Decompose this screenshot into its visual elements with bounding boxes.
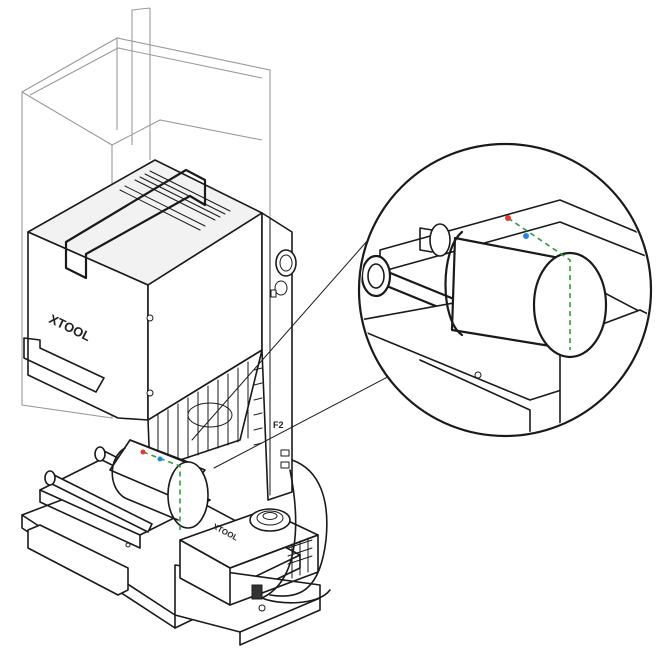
magnifier-detail	[357, 142, 653, 438]
vertical-column: F2	[253, 212, 297, 501]
rotary-attachment: XTOOL	[39, 439, 331, 606]
glass-shield	[21, 7, 271, 419]
laser-head-box: XTOOL	[23, 159, 263, 421]
side-badge: F2	[273, 420, 284, 430]
focus-knob-icon	[275, 249, 297, 277]
callout-lines	[191, 239, 421, 469]
